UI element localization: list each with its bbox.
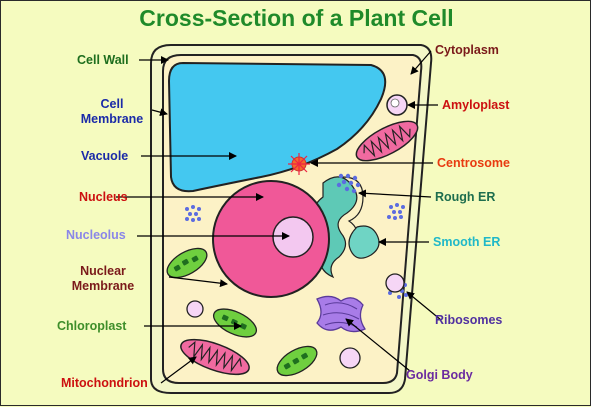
amyloplast-core <box>390 98 400 108</box>
leader-mitochondrion <box>160 356 197 384</box>
chloroplast-left <box>166 247 208 279</box>
label-centrosome: Centrosome <box>437 156 510 170</box>
label-mitochondrion: Mitochondrion <box>61 376 148 390</box>
leader-cell-membrane <box>151 108 168 117</box>
ribosome-cluster-left <box>185 205 201 222</box>
leader-ribosomes <box>406 291 442 321</box>
vesicle <box>385 273 405 293</box>
label-cytoplasm: Cytoplasm <box>435 43 499 57</box>
label-amyloplast: Amyloplast <box>442 98 510 112</box>
label-nuclear-membrane-line2: Membrane <box>72 279 135 293</box>
nucleolus <box>272 216 314 258</box>
label-nuclear-membrane-line1: Nuclear <box>80 264 126 278</box>
diagram-title: Cross-Section of a Plant Cell <box>139 5 454 31</box>
leader-golgi-body <box>345 318 411 372</box>
mitochondrion-lower <box>180 338 250 376</box>
label-golgi-body: Golgi Body <box>406 368 473 382</box>
leader-nuclear-membrane <box>168 276 228 288</box>
label-nucleus: Nucleus <box>79 190 128 204</box>
ribosome-cluster-er <box>336 173 361 194</box>
label-chloroplast: Chloroplast <box>57 319 127 333</box>
leader-rough-er <box>358 189 432 198</box>
ribosome-cluster-right <box>387 203 405 220</box>
label-cell-membrane-line1: Cell <box>101 97 124 111</box>
label-vacuole: Vacuole <box>81 149 128 163</box>
smooth-er <box>348 225 380 259</box>
label-rough-er: Rough ER <box>435 190 495 204</box>
label-cell-membrane-line2: Membrane <box>81 112 144 126</box>
vesicle <box>339 347 361 369</box>
golgi-body <box>316 295 366 333</box>
label-ribosomes: Ribosomes <box>435 313 502 327</box>
label-nucleolus: Nucleolus <box>66 228 126 242</box>
label-smooth-er: Smooth ER <box>433 235 500 249</box>
chloroplast-bottom <box>276 345 318 377</box>
label-cell-wall: Cell Wall <box>77 53 129 67</box>
nucleus <box>212 180 330 298</box>
mitochondrion-upper <box>355 120 419 162</box>
vesicle <box>186 300 204 318</box>
vacuole <box>167 61 387 193</box>
leader-cytoplasm <box>410 50 432 75</box>
centrosome <box>288 153 310 175</box>
